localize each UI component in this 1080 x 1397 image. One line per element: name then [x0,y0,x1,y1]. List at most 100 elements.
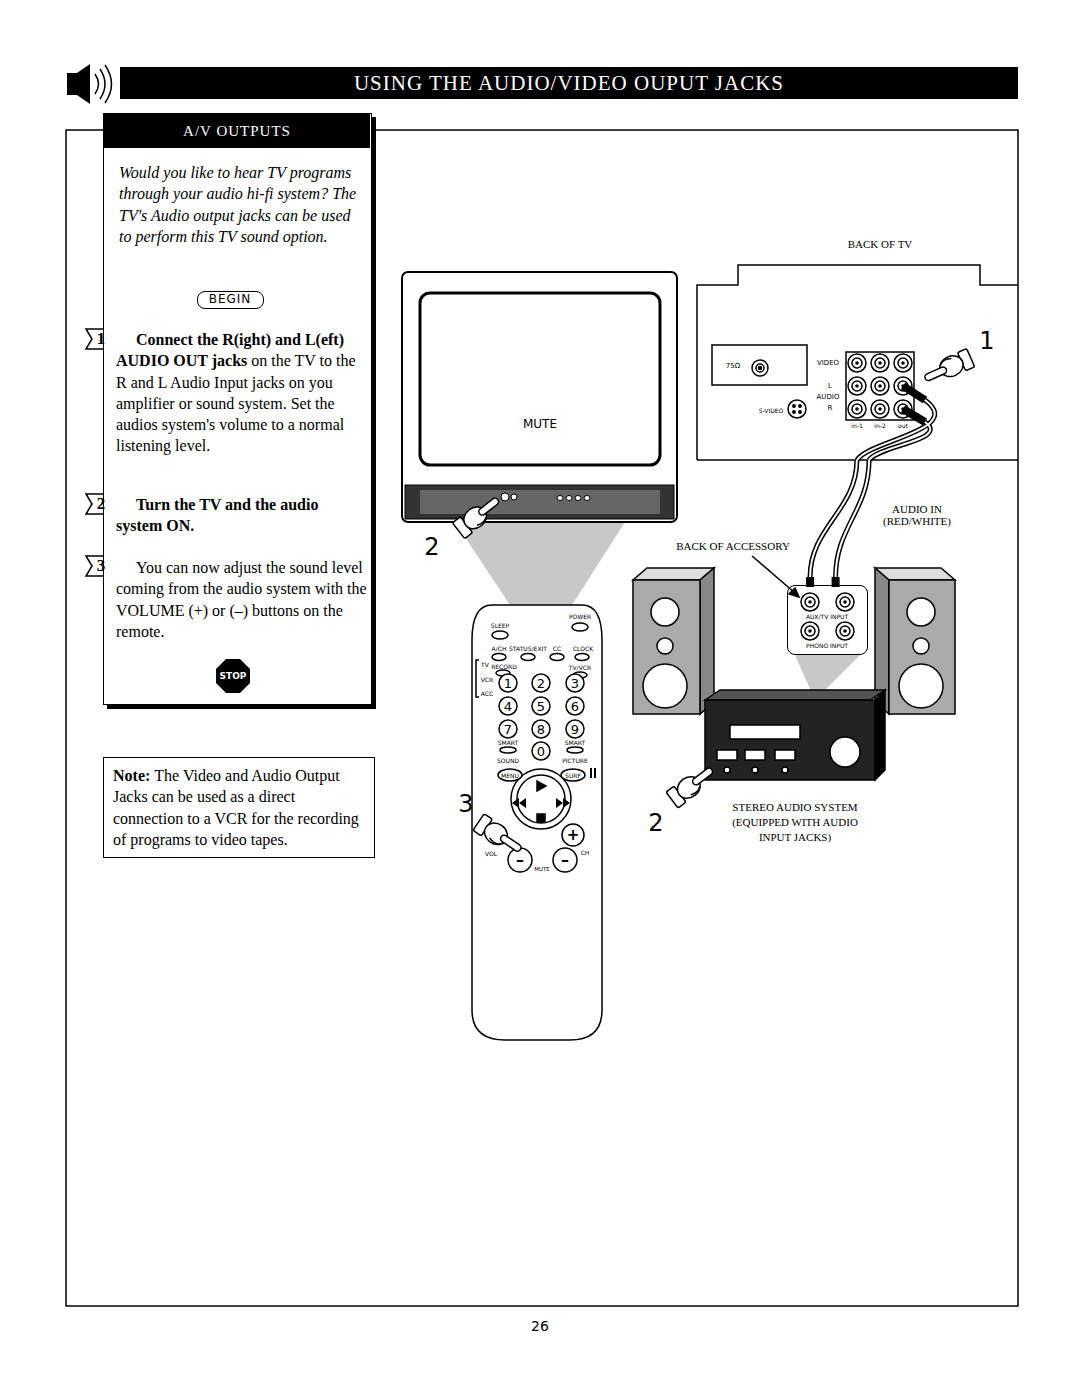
button-label: PICTURE [562,757,588,764]
callout-number: 2 [424,533,439,561]
cable-label: AUDIO IN (RED/WHITE) [872,503,962,527]
stereo-caption: STEREO AUDIO SYSTEM (EQUIPPED WITH AUDIO… [732,801,858,843]
button-label: TV [481,661,489,668]
button-label: CH [581,849,590,856]
speakers [633,568,955,714]
tv-set [402,272,677,522]
begin-badge: BEGIN [197,291,264,309]
audio-cable-plugs [857,386,935,460]
callout-number: 1 [979,327,994,355]
jack-label: in-1 [851,422,862,429]
intro-text-block: Would you like to hear TV programs throu… [119,162,364,247]
button-label: STATUS/EXIT [509,645,547,652]
step-text-block: You can now adjust the sound level comin… [116,557,368,642]
button-label: CC [553,645,561,652]
jack-label: L [828,382,832,390]
jack-label: in-2 [874,422,885,429]
stereo-caption-block: STEREO AUDIO SYSTEM (EQUIPPED WITH AUDIO… [715,800,875,845]
digit-key: 7 [504,722,512,737]
note-box: Note:The Video and Audio Output Jacks ca… [103,757,375,858]
jack-caption: AUX/TV INPUT [806,613,848,620]
note-text: Note: [113,767,150,784]
intro-text: Would you like to hear TV programs throu… [119,164,356,245]
button-label: SMART [498,739,519,746]
jack-label: S-VIDEO [759,407,784,414]
speaker-icon [67,64,112,104]
stereo-system [705,690,885,780]
step-number: 2 [97,494,106,514]
button-label: SMART [565,739,586,746]
cable-wire [836,460,869,577]
step-text: Turn the TV and the audio system ON. [116,496,318,534]
stop-sign: STOP [216,659,250,697]
volume-key: – [516,850,524,869]
digit-key: 0 [537,744,545,759]
jack-caption-block: AUX/TV INPUT [788,613,866,620]
callout-number: 2 [648,809,663,837]
tv-back-panel [697,265,1018,460]
digit-key: 8 [537,722,545,737]
panel-caption-block: BACK OF TV [820,238,940,250]
jack-label: AUDIO [817,393,840,401]
stop-text-block: STOP [216,659,250,693]
tv-set-box: MUTE [402,272,677,522]
panel-heading: A/V OUTPUTS [183,123,291,140]
step-number: 1 [97,329,106,349]
av-jacks [848,354,912,418]
step-number: 3 [97,556,106,576]
volume-key: + [567,826,580,844]
digit-key: 9 [571,722,579,737]
note-text-block: Note:The Video and Audio Output Jacks ca… [113,765,365,850]
button-label: A/CH [492,645,507,652]
stereo-box: STEREO AUDIO SYSTEM (EQUIPPED WITH AUDIO… [705,690,885,780]
remote-beam [455,522,625,605]
accessory-panel: AUX/TV INPUT PHONO INPUT [787,585,868,655]
step-text-block: Turn the TV and the audio system ON. [116,494,368,537]
step-text: You can now adjust the sound level comin… [116,559,367,640]
callout-number: 3 [458,790,473,818]
begin-text: BEGIN [209,292,252,306]
button-label: SOUND [497,757,519,764]
button-label: CLOCK [573,645,593,652]
title-bar: USING THE AUDIO/VIDEO OUPUT JACKS [120,67,1018,99]
jack-label: VIDEO [817,359,839,367]
leader-arrow [752,556,799,597]
begin-text-block: BEGIN [198,292,262,305]
page-number: 26 [531,1318,549,1334]
screen-text: MUTE [523,417,557,431]
button-label: MUTE [534,866,550,872]
volume-key: – [561,850,569,869]
page-frame [66,130,1018,1306]
panel-caption: BACK OF TV [848,238,913,250]
button-label: ACC [481,690,493,697]
jack-caption-block: PHONO INPUT [788,642,866,649]
stop-text: STOP [220,671,247,681]
button-label: POWER [569,613,591,620]
panel-heading-block: A/V OUTPUTS [104,114,370,148]
step-text-block: Connect the R(ight) and L(eft) AUDIO OUT… [116,329,368,457]
button-label: TV/VCR [569,664,591,671]
title-text: USING THE AUDIO/VIDEO OUPUT JACKS [354,71,784,96]
jack-label: out [898,422,908,429]
instruction-panel: A/V OUTPUTS Would you like to hear TV pro… [103,113,372,705]
button-label: MENU [501,772,519,779]
digit-key: 3 [571,676,579,691]
button-label: RECORD [491,663,517,670]
digit-key: 1 [504,676,512,691]
button-label: SURF [565,772,581,779]
jack-label: R [828,404,833,412]
digit-key: 4 [504,699,512,714]
cable-wire [836,460,869,577]
pointing-hands [452,349,974,859]
digit-key: 6 [571,699,579,714]
button-label: VOL [485,850,497,857]
octagon-outline [216,659,250,693]
screen-text-block: MUTE [490,417,590,431]
tv-back-area: BACK OF TV [697,265,1018,460]
jack-caption: PHONO INPUT [806,642,848,649]
digit-key: 2 [537,676,545,691]
digit-key: 5 [537,699,545,714]
audio-cable [806,460,869,587]
remote-control [472,605,602,1040]
